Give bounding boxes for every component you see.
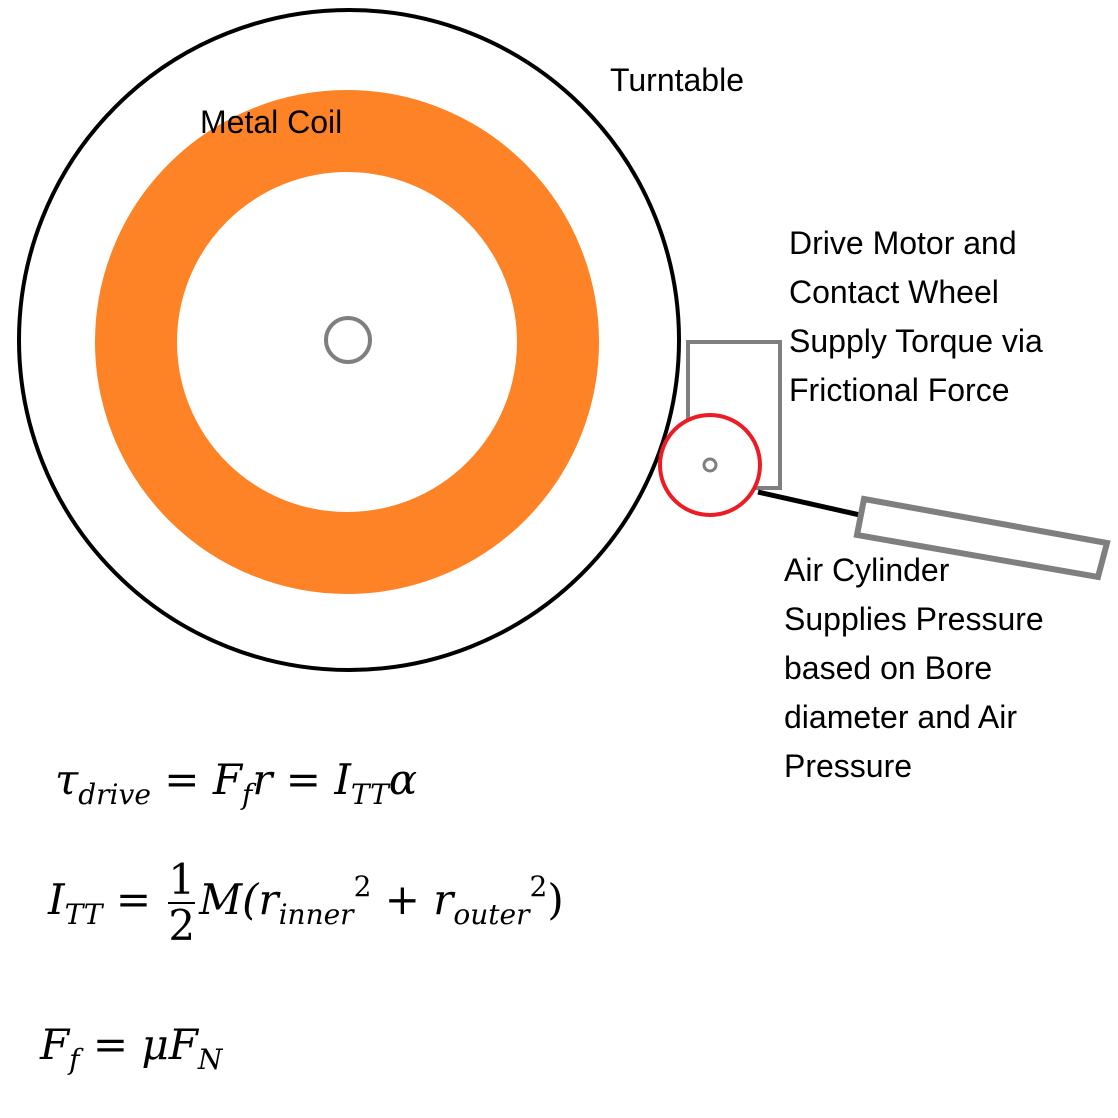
metal-coil-ring (95, 90, 599, 594)
eq-part: r (433, 875, 454, 924)
contact-wheel (658, 413, 762, 517)
eq-part: M( (199, 875, 259, 924)
eq-part: F (212, 755, 242, 804)
air-cylinder-label: Air Cylinder Supplies Pressure based on … (784, 546, 1044, 791)
contact-wheel-axle (702, 457, 718, 473)
drive-motor-line: Supply Torque via (789, 323, 1043, 359)
drive-motor-label: Drive Motor and Contact Wheel Supply Tor… (789, 219, 1043, 415)
eq-part: = (272, 755, 335, 804)
eq-part: = (150, 755, 213, 804)
eq-part: inner (278, 898, 354, 931)
eq-part: + (371, 875, 434, 924)
air-cylinder-line: diameter and Air (784, 699, 1018, 735)
air-cylinder-rod (757, 489, 861, 518)
equation-torque: τdrive = Ffr = ITTα (55, 755, 417, 811)
eq-part: ) (547, 875, 564, 924)
air-cylinder-line: Supplies Pressure (784, 601, 1044, 637)
drive-motor-line: Drive Motor and (789, 225, 1017, 261)
eq-part: r (258, 875, 279, 924)
eq-part: 2 (353, 870, 372, 903)
drive-motor-line: Frictional Force (789, 372, 1010, 408)
eq-part: μF (141, 1020, 198, 1069)
drive-motor-line: Contact Wheel (789, 274, 999, 310)
metal-coil-label: Metal Coil (200, 104, 343, 140)
numerator: 1 (168, 855, 196, 904)
eq-part: N (197, 1043, 223, 1076)
eq-part: 2 (529, 870, 548, 903)
eq-part: drive (78, 778, 151, 811)
denominator: 2 (168, 901, 196, 950)
eq-part: τ (55, 755, 79, 804)
eq-part: = (79, 1020, 142, 1069)
equation-friction: Ff = μFN (40, 1020, 222, 1076)
air-cylinder-body (853, 495, 1111, 581)
eq-part: I (334, 755, 351, 804)
air-cylinder-line: based on Bore (784, 650, 993, 686)
eq-part: = (102, 875, 165, 924)
eq-part: I (48, 875, 65, 924)
eq-part: r (252, 755, 273, 804)
eq-part: TT (350, 778, 389, 811)
eq-part: TT (64, 898, 103, 931)
eq-part: f (241, 778, 253, 811)
eq-part: F (40, 1020, 70, 1069)
turntable-hub (324, 316, 372, 364)
air-cylinder-line: Pressure (784, 748, 913, 784)
eq-part: f (69, 1043, 80, 1076)
eq-part: outer (453, 898, 530, 931)
eq-part: α (388, 755, 418, 804)
turntable-outline (17, 8, 681, 672)
turntable-label: Turntable (610, 62, 744, 98)
air-cylinder-line: Air Cylinder (784, 552, 950, 588)
